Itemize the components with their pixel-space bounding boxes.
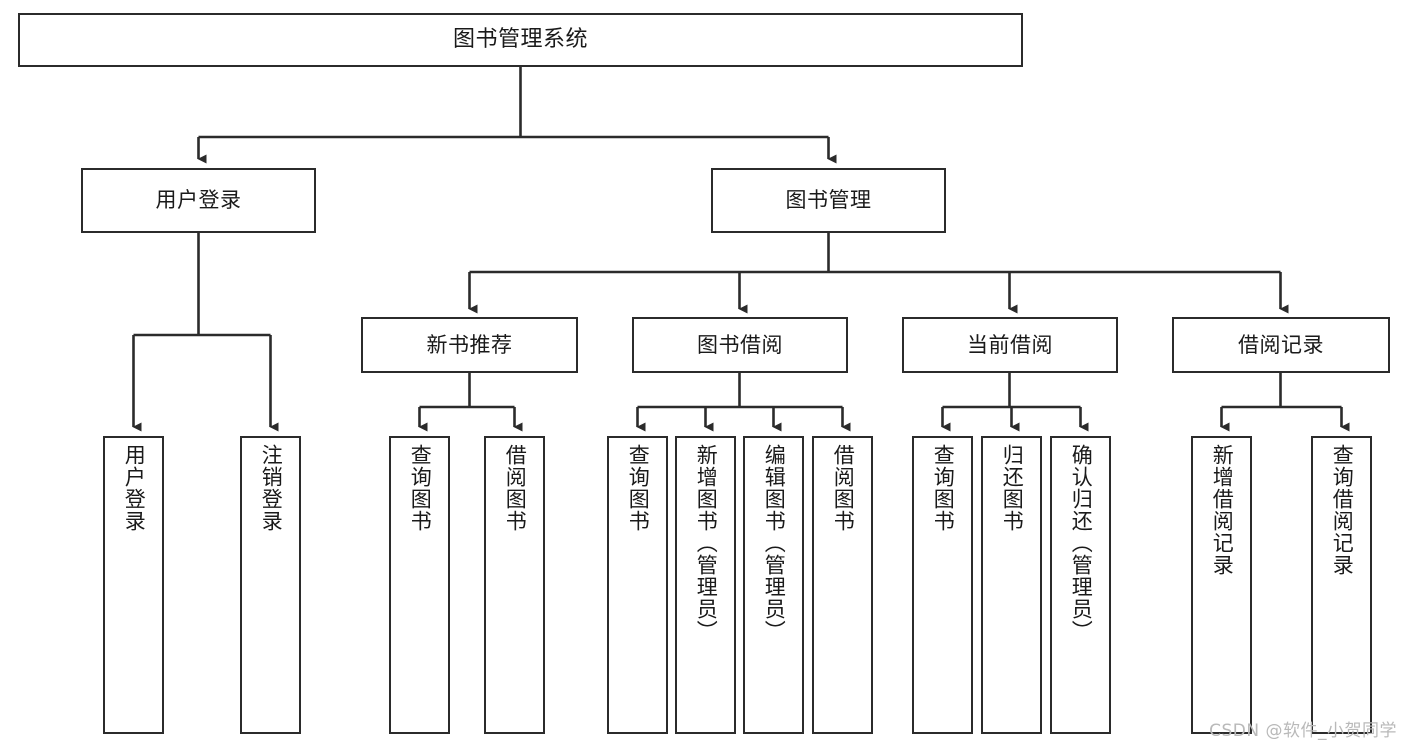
node-leaf-borrow-book-rec[interactable]: 借阅图书 bbox=[484, 436, 545, 734]
node-borrow-record[interactable]: 借阅记录 bbox=[1172, 317, 1390, 373]
csdn-watermark: CSDN @软件_小贺同学 bbox=[1209, 721, 1397, 741]
node-leaf-add-record-label: 新增借阅记录 bbox=[1210, 444, 1235, 576]
node-book-manage-label: 图书管理 bbox=[785, 188, 872, 213]
node-leaf-edit-book[interactable]: 编辑图书（管理员） bbox=[743, 436, 804, 734]
node-book-manage[interactable]: 图书管理 bbox=[711, 168, 946, 233]
node-leaf-borrow-book-rec-label: 借阅图书 bbox=[503, 444, 528, 532]
node-leaf-return-book-label: 归还图书 bbox=[1000, 444, 1025, 532]
node-leaf-query-record-label: 查询借阅记录 bbox=[1330, 444, 1355, 576]
node-leaf-confirm-return[interactable]: 确认归还（管理员） bbox=[1050, 436, 1111, 734]
node-leaf-user-logout[interactable]: 注销登录 bbox=[240, 436, 301, 734]
node-leaf-borrow-book-label: 借阅图书 bbox=[831, 444, 856, 532]
node-book-borrow[interactable]: 图书借阅 bbox=[632, 317, 848, 373]
node-new-book-rec[interactable]: 新书推荐 bbox=[361, 317, 578, 373]
node-leaf-add-book[interactable]: 新增图书（管理员） bbox=[675, 436, 736, 734]
node-leaf-user-login-label: 用户登录 bbox=[122, 444, 147, 532]
node-root[interactable]: 图书管理系统 bbox=[18, 13, 1023, 67]
node-leaf-user-logout-label: 注销登录 bbox=[259, 444, 284, 532]
node-leaf-query-book-borrow-label: 查询图书 bbox=[626, 444, 651, 532]
node-leaf-borrow-book[interactable]: 借阅图书 bbox=[812, 436, 873, 734]
node-leaf-query-book-current-label: 查询图书 bbox=[931, 444, 956, 532]
node-leaf-query-book-borrow[interactable]: 查询图书 bbox=[607, 436, 668, 734]
node-borrow-record-label: 借阅记录 bbox=[1238, 332, 1324, 357]
node-leaf-query-record[interactable]: 查询借阅记录 bbox=[1311, 436, 1372, 734]
node-leaf-query-book-rec[interactable]: 查询图书 bbox=[389, 436, 450, 734]
node-user-login-label: 用户登录 bbox=[155, 188, 242, 213]
node-leaf-return-book[interactable]: 归还图书 bbox=[981, 436, 1042, 734]
node-new-book-rec-label: 新书推荐 bbox=[426, 332, 513, 357]
node-current-borrow-label: 当前借阅 bbox=[967, 332, 1053, 357]
node-leaf-add-book-label: 新增图书（管理员） bbox=[694, 444, 719, 642]
node-leaf-query-book-current[interactable]: 查询图书 bbox=[912, 436, 973, 734]
node-book-borrow-label: 图书借阅 bbox=[697, 332, 783, 357]
node-user-login[interactable]: 用户登录 bbox=[81, 168, 316, 233]
node-leaf-user-login[interactable]: 用户登录 bbox=[103, 436, 164, 734]
node-leaf-confirm-return-label: 确认归还（管理员） bbox=[1069, 444, 1094, 642]
node-leaf-edit-book-label: 编辑图书（管理员） bbox=[762, 444, 787, 642]
node-root-label: 图书管理系统 bbox=[452, 27, 588, 53]
node-leaf-query-book-rec-label: 查询图书 bbox=[408, 444, 433, 532]
node-leaf-add-record[interactable]: 新增借阅记录 bbox=[1191, 436, 1252, 734]
node-current-borrow[interactable]: 当前借阅 bbox=[902, 317, 1118, 373]
